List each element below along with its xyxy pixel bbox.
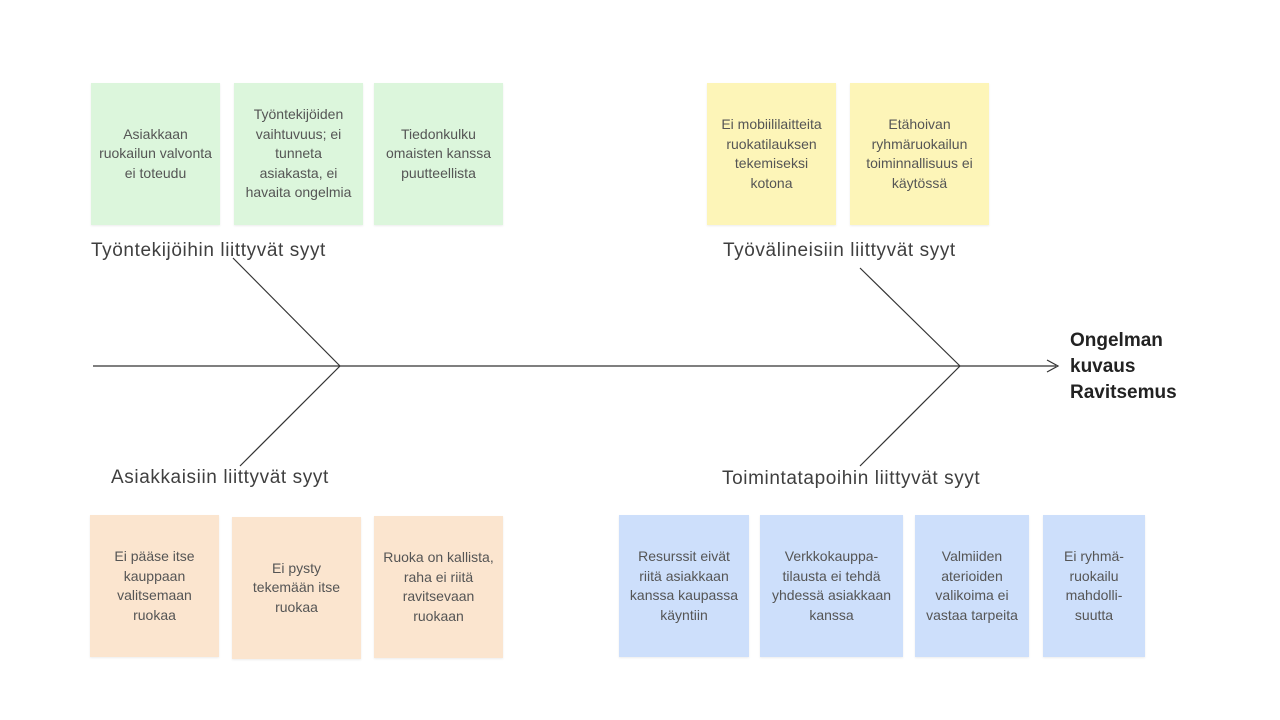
note-customers-3: Ruoka on kallista, raha ei riitä ravitse…	[374, 516, 503, 658]
note-practices-4: Ei ryhmä-ruokailu mahdolli-suutta	[1043, 515, 1145, 657]
bone-practices	[859, 365, 961, 467]
problem-line-3: Ravitsemus	[1070, 382, 1177, 403]
bone-customers	[239, 365, 341, 467]
note-tools-2: Etähoivan ryhmäruokailun toiminnallisuus…	[850, 83, 989, 225]
problem-line-1: Ongelman	[1070, 330, 1163, 351]
note-customers-1: Ei pääse itse kauppaan valitsemaan ruoka…	[90, 515, 219, 657]
problem-line-2: kuvaus	[1070, 356, 1136, 377]
bone-staff	[232, 257, 341, 367]
note-practices-1: Resurssit eivät riitä asiakkaan kanssa k…	[619, 515, 749, 657]
note-staff-1: Asiakkaan ruokailun valvonta ei toteudu	[91, 83, 220, 225]
problem-statement: Ongelman kuvaus Ravitsemus	[1070, 328, 1177, 406]
category-title-staff: Työntekijöihin liittyvät syyt	[91, 240, 326, 261]
note-practices-3: Valmiiden aterioiden valikoima ei vastaa…	[915, 515, 1029, 657]
note-tools-1: Ei mobiililaitteita ruokatilauksen tekem…	[707, 83, 836, 225]
note-practices-2: Verkkokauppa-tilausta ei tehdä yhdessä a…	[760, 515, 903, 657]
note-customers-2: Ei pysty tekemään itse ruokaa	[232, 517, 361, 659]
note-staff-3: Tiedonkulku omaisten kanssa puutteellist…	[374, 83, 503, 225]
category-title-practices: Toimintatapoihin liittyvät syyt	[722, 468, 981, 489]
spine-arrowhead	[1046, 359, 1060, 373]
bone-tools	[859, 267, 961, 367]
category-title-tools: Työvälineisiin liittyvät syyt	[723, 240, 956, 261]
category-title-customers: Asiakkaisiin liittyvät syyt	[111, 467, 329, 488]
note-staff-2: Työntekijöiden vaihtuvuus; ei tunneta as…	[234, 83, 363, 225]
